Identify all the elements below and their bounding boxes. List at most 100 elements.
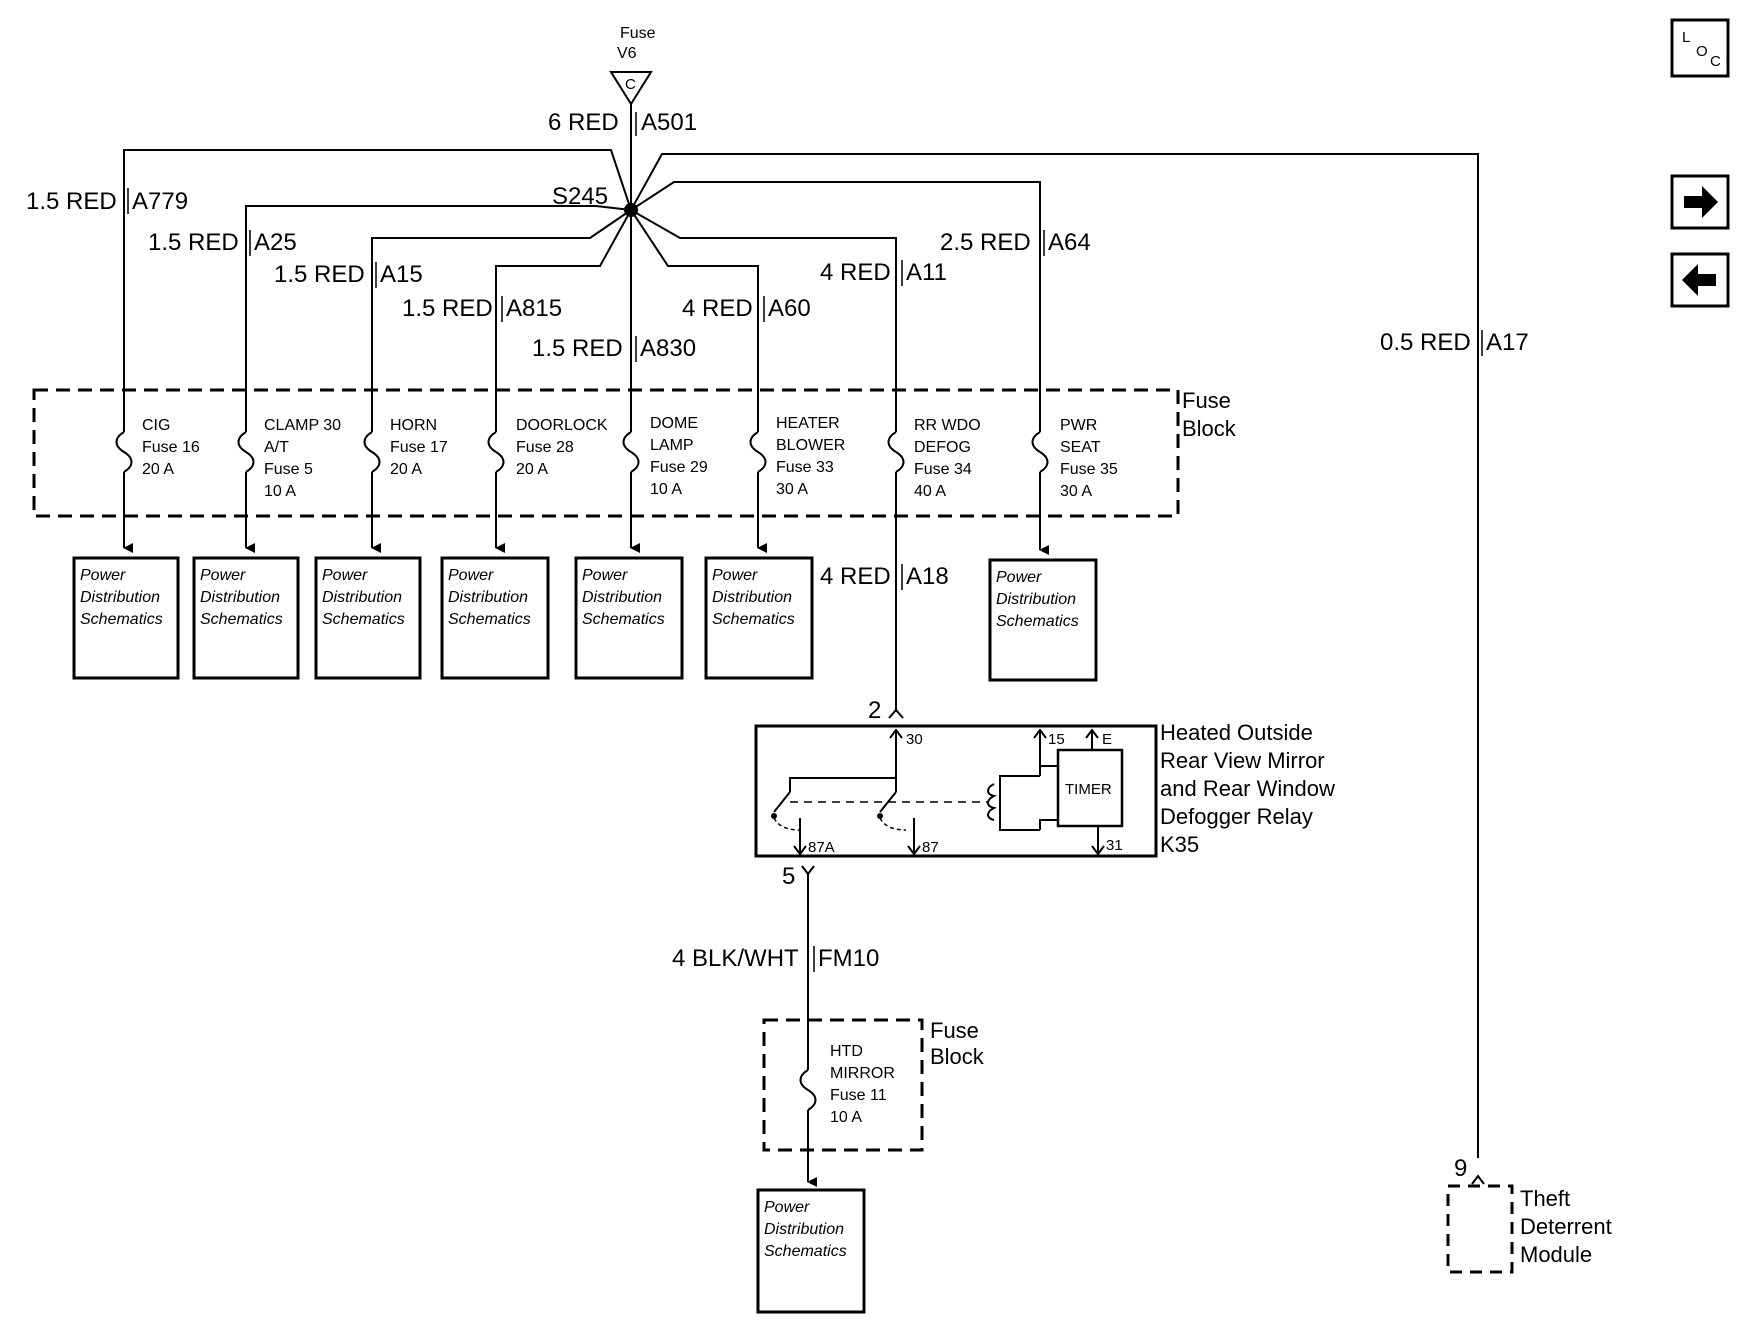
- svg-text:Power: Power: [80, 567, 126, 584]
- source-fuse-label: Fuse: [620, 25, 656, 42]
- fuse-label: 10 A: [650, 481, 682, 498]
- fuse-label: DEFOG: [914, 439, 971, 456]
- fuse-label: 20 A: [516, 461, 548, 478]
- svg-text:L: L: [1682, 29, 1690, 46]
- fuse-label: DOORLOCK: [516, 417, 608, 434]
- svg-text:Distribution: Distribution: [764, 1221, 844, 1238]
- wire-gauge: 1.5 RED: [148, 229, 239, 256]
- relay-k35: 30 87A 87 TIMER 15 E 31: [754, 724, 1158, 858]
- relay-out-gauge: 4 BLK/WHT: [672, 945, 799, 972]
- main-wire-gauge: 6 RED: [548, 109, 619, 136]
- wire-gauge: 1.5 RED: [402, 295, 493, 322]
- power-dist-box: Power Distribution Schematics: [574, 556, 684, 680]
- svg-text:MIRROR: MIRROR: [830, 1065, 895, 1082]
- wire-gauge: 4 RED: [682, 295, 753, 322]
- svg-text:TIMER: TIMER: [1065, 781, 1112, 798]
- svg-text:15: 15: [1048, 731, 1065, 748]
- fuse-block-outline: [32, 388, 1180, 518]
- svg-text:Distribution: Distribution: [582, 589, 662, 606]
- arrow-left-icon: [1682, 264, 1716, 296]
- mirror-fuse-labels: HTD MIRROR Fuse 11 10 A: [830, 1043, 895, 1126]
- fuse-label: Fuse 29: [650, 459, 708, 476]
- svg-text:Distribution: Distribution: [712, 589, 792, 606]
- relay-feed-circuit: A18: [906, 563, 949, 590]
- svg-text:HTD: HTD: [830, 1043, 863, 1060]
- fuse-label: Fuse 33: [776, 459, 834, 476]
- main-wire-circuit: A501: [641, 109, 697, 136]
- next-button[interactable]: [1670, 174, 1730, 230]
- svg-text:Schematics: Schematics: [712, 611, 795, 628]
- fuse-block-label: Fuse: [930, 1018, 979, 1043]
- power-dist-box: Power Distribution Schematics: [988, 558, 1098, 682]
- svg-text:Schematics: Schematics: [996, 613, 1079, 630]
- wire-circuit: A25: [254, 229, 297, 256]
- power-distribution-boxes: Power Distribution Schematics Power Dist…: [72, 556, 1098, 682]
- power-dist-box: Power Distribution Schematics: [704, 556, 814, 680]
- branch-wires: [123, 149, 1479, 1158]
- wire-gauge: 0.5 RED: [1380, 329, 1471, 356]
- fuse-label: BLOWER: [776, 437, 845, 454]
- relay-label: Defogger Relay: [1160, 804, 1313, 829]
- wire-gauge: 1.5 RED: [274, 261, 365, 288]
- fuse-label: Fuse 34: [914, 461, 972, 478]
- mirror-fuse-block-outline: [762, 1018, 924, 1152]
- relay-label: K35: [1160, 832, 1199, 857]
- arrow-right-icon: [1684, 186, 1718, 218]
- theft-label: Deterrent: [1520, 1214, 1612, 1239]
- relay-feed-gauge: 4 RED: [820, 563, 891, 590]
- fuse-block-label: Fuse: [1182, 388, 1231, 413]
- wire-gauge: 2.5 RED: [940, 229, 1031, 256]
- loc-button[interactable]: L O C: [1670, 18, 1730, 78]
- relay-label: and Rear Window: [1160, 776, 1335, 801]
- fuse-label: Fuse 35: [1060, 461, 1118, 478]
- wire-circuit: A830: [640, 335, 696, 362]
- svg-text:E: E: [1102, 731, 1112, 748]
- svg-text:Power: Power: [448, 567, 494, 584]
- power-dist-box: Power Distribution Schematics: [440, 556, 550, 680]
- svg-text:Distribution: Distribution: [80, 589, 160, 606]
- svg-text:Schematics: Schematics: [322, 611, 405, 628]
- svg-text:Schematics: Schematics: [582, 611, 665, 628]
- wire-circuit: A64: [1048, 229, 1091, 256]
- wire-circuit: A15: [380, 261, 423, 288]
- fuse-label: PWR: [1060, 417, 1097, 434]
- svg-text:Power: Power: [582, 567, 628, 584]
- svg-text:30: 30: [906, 731, 923, 748]
- fuse-label: DOME: [650, 415, 698, 432]
- prev-button[interactable]: [1670, 252, 1730, 308]
- svg-text:Distribution: Distribution: [200, 589, 280, 606]
- fuse-label: Fuse 28: [516, 439, 574, 456]
- fuse-label: A/T: [264, 439, 289, 456]
- svg-text:31: 31: [1106, 837, 1123, 854]
- theft-label: Module: [1520, 1242, 1592, 1267]
- wire-circuit: A17: [1486, 329, 1529, 356]
- svg-text:O: O: [1696, 43, 1708, 60]
- wire-gauge: 1.5 RED: [532, 335, 623, 362]
- svg-text:Distribution: Distribution: [322, 589, 402, 606]
- fuse-label: Fuse 17: [390, 439, 448, 456]
- fuse-label: CIG: [142, 417, 170, 434]
- fuse-label: 10 A: [264, 483, 296, 500]
- fuse-label: 20 A: [142, 461, 174, 478]
- fuse-label: HORN: [390, 417, 437, 434]
- svg-text:10 A: 10 A: [830, 1109, 862, 1126]
- svg-text:C: C: [1710, 53, 1721, 70]
- fuse-label: LAMP: [650, 437, 694, 454]
- svg-text:87: 87: [922, 839, 939, 856]
- svg-text:Distribution: Distribution: [996, 591, 1076, 608]
- svg-text:Fuse 11: Fuse 11: [830, 1087, 887, 1104]
- source-connector-icon: C: [609, 71, 653, 106]
- power-dist-box: Power Distribution Schematics: [314, 556, 422, 680]
- theft-module-outline: [1446, 1184, 1514, 1274]
- fuse-label: CLAMP 30: [264, 417, 341, 434]
- wire-circuit: A11: [906, 259, 947, 286]
- power-dist-box: Power Distribution Schematics: [72, 556, 180, 680]
- fuse-label: 20 A: [390, 461, 422, 478]
- fuse-block-label: Block: [1182, 416, 1237, 441]
- branch-labels: 1.5 RED A779 1.5 RED A25 1.5 RED A15 1.5…: [26, 188, 1529, 362]
- fuse-label: Fuse 16: [142, 439, 200, 456]
- wire-circuit: A60: [768, 295, 811, 322]
- source-fuse-name: V6: [617, 45, 637, 62]
- wire-circuit: A815: [506, 295, 562, 322]
